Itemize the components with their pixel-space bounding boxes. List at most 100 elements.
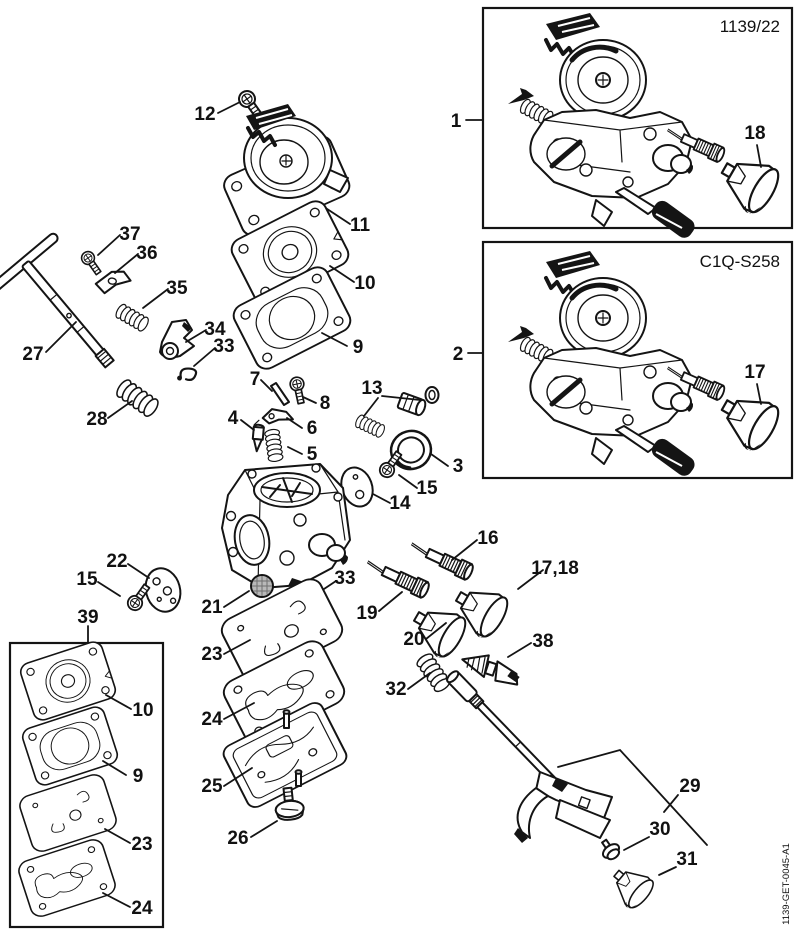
callout-16: 16 bbox=[477, 528, 498, 549]
callout-7: 7 bbox=[250, 369, 261, 390]
part-26-screw bbox=[274, 786, 305, 821]
leader-38 bbox=[507, 642, 532, 658]
frame-gasket-set-39: 39 10 9 23 24 bbox=[8, 607, 165, 929]
callout-22: 22 bbox=[106, 551, 127, 572]
leader-16 bbox=[451, 539, 478, 561]
callout-4: 4 bbox=[228, 408, 239, 429]
leader-5 bbox=[287, 446, 303, 455]
callout-33a: 33 bbox=[213, 336, 234, 357]
part-25-pump-body bbox=[219, 698, 351, 812]
part-5-spring bbox=[263, 428, 284, 463]
document-number: 1139-GET-0045-A1 bbox=[781, 843, 792, 925]
callout-12: 12 bbox=[194, 104, 215, 125]
leader-34 bbox=[185, 329, 207, 343]
leader-9a bbox=[321, 332, 348, 347]
callout-1: 1 bbox=[451, 111, 462, 132]
callout-23b: 23 bbox=[131, 834, 152, 855]
part-6-metering-lever bbox=[253, 408, 294, 426]
callout-10a: 10 bbox=[354, 273, 375, 294]
leader-9b bbox=[102, 760, 127, 776]
callout-37: 37 bbox=[119, 224, 140, 245]
callout-18: 18 bbox=[744, 123, 765, 144]
leader-28 bbox=[107, 400, 133, 419]
callout-33b: 33 bbox=[334, 568, 355, 589]
part-33-clip-left bbox=[175, 365, 198, 385]
part-3-seal-ring bbox=[389, 429, 433, 471]
leader-23a bbox=[223, 639, 251, 655]
callout-15b: 15 bbox=[76, 569, 98, 590]
leader-33a bbox=[193, 347, 216, 367]
callout-13: 13 bbox=[361, 378, 382, 399]
part-34-throttle-lever bbox=[159, 319, 195, 360]
part-4-inlet-needle bbox=[251, 423, 265, 453]
part-36-swivel-lever bbox=[94, 270, 132, 295]
callout-24a: 24 bbox=[201, 709, 223, 730]
callout-30: 30 bbox=[649, 819, 670, 840]
callout-38: 38 bbox=[532, 631, 553, 652]
bracket-29-31 bbox=[557, 748, 708, 846]
leader-7 bbox=[260, 379, 273, 392]
leader-31 bbox=[658, 866, 677, 876]
part-30-screw bbox=[601, 838, 621, 861]
frame-1139-22: 1139/22 18 bbox=[481, 6, 794, 241]
callout-21: 21 bbox=[201, 597, 223, 618]
leader-17 bbox=[756, 383, 762, 405]
leader-12 bbox=[217, 101, 241, 114]
part-38-valve bbox=[461, 654, 520, 686]
leader-17-18 bbox=[517, 569, 544, 590]
part-13-repair-kit bbox=[353, 386, 440, 439]
leader-8 bbox=[302, 396, 317, 404]
callout-26: 26 bbox=[227, 828, 248, 849]
leader-22 bbox=[127, 563, 150, 579]
callout-32: 32 bbox=[385, 679, 406, 700]
callout-28: 28 bbox=[86, 409, 107, 430]
leader-29 bbox=[663, 794, 679, 813]
callout-2: 2 bbox=[453, 344, 464, 365]
callout-34: 34 bbox=[204, 319, 226, 340]
part-1-carburetor-assembly bbox=[508, 13, 726, 241]
leader-33b bbox=[323, 580, 337, 590]
leader-6 bbox=[286, 417, 303, 429]
callout-3: 3 bbox=[453, 456, 464, 477]
leader-13 bbox=[363, 395, 421, 417]
leader-10a bbox=[329, 265, 355, 283]
part-23-diaphragm-kit bbox=[16, 771, 120, 855]
leader-25 bbox=[223, 767, 253, 787]
callout-23a: 23 bbox=[201, 644, 222, 665]
callout-15a: 15 bbox=[416, 478, 438, 499]
leader-37 bbox=[97, 234, 121, 256]
leader-30 bbox=[623, 836, 650, 851]
part-7-pin bbox=[270, 382, 290, 406]
leader-24a bbox=[223, 702, 255, 720]
leader-26 bbox=[250, 820, 278, 838]
leader-23b bbox=[104, 828, 131, 844]
part-24-gasket-kit bbox=[15, 836, 119, 920]
leader-14 bbox=[372, 493, 391, 504]
part-2-carburetor-assembly bbox=[508, 251, 726, 479]
frame-c1q-s258: C1Q-S258 17 bbox=[481, 240, 794, 479]
callout-25: 25 bbox=[201, 776, 223, 797]
callout-20: 20 bbox=[403, 629, 424, 650]
callout-39: 39 bbox=[77, 607, 98, 628]
callout-9a: 9 bbox=[353, 337, 364, 358]
leader-19 bbox=[378, 591, 403, 612]
leader-20 bbox=[425, 622, 447, 640]
callout-17: 17 bbox=[744, 362, 765, 383]
callout-35: 35 bbox=[166, 278, 188, 299]
leader-32 bbox=[407, 672, 431, 690]
part-28-spring bbox=[113, 376, 162, 420]
leader-3 bbox=[430, 453, 449, 467]
leader-24b bbox=[102, 892, 131, 908]
leader-27 bbox=[45, 321, 77, 353]
part-21-inlet-screen bbox=[250, 574, 274, 598]
callout-5: 5 bbox=[307, 444, 318, 465]
callout-24b: 24 bbox=[131, 898, 153, 919]
part-27-choke-shaft bbox=[0, 232, 115, 369]
callout-9b: 9 bbox=[133, 766, 144, 787]
part-31-cap bbox=[603, 859, 658, 914]
part-11-carburetor-top-cover bbox=[223, 104, 351, 237]
callout-17-18: 17,18 bbox=[531, 558, 579, 579]
part-32-spring bbox=[414, 650, 453, 695]
